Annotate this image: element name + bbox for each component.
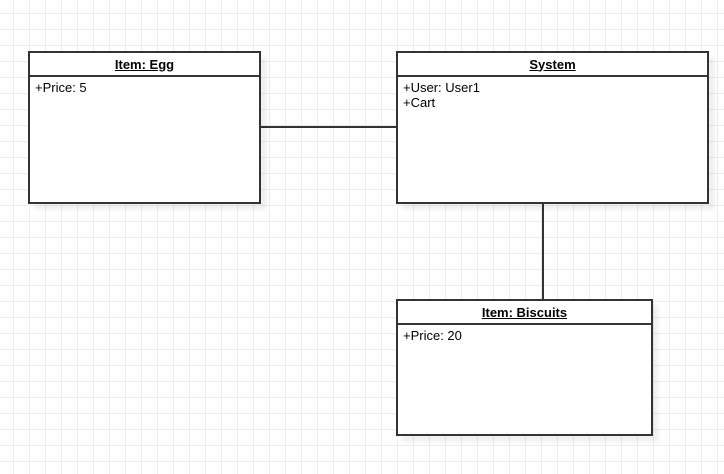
object-attributes: +Price: 20 — [398, 325, 651, 346]
object-title: Item: Egg — [30, 53, 259, 77]
association-system-biscuits[interactable] — [542, 204, 544, 299]
association-egg-system[interactable] — [261, 126, 396, 128]
attribute-price: +Price: 20 — [403, 328, 462, 343]
object-attributes: +User: User1 +Cart — [398, 77, 707, 113]
attribute-user: +User: User1 — [403, 80, 480, 95]
object-title: Item: Biscuits — [398, 301, 651, 325]
object-item-biscuits[interactable]: Item: Biscuits +Price: 20 — [396, 299, 653, 436]
object-attributes: +Price: 5 — [30, 77, 259, 98]
attribute-cart: +Cart — [403, 95, 436, 110]
attribute-price: +Price: 5 — [35, 80, 87, 95]
object-title: System — [398, 53, 707, 77]
object-item-egg[interactable]: Item: Egg +Price: 5 — [28, 51, 261, 204]
object-system[interactable]: System +User: User1 +Cart — [396, 51, 709, 204]
